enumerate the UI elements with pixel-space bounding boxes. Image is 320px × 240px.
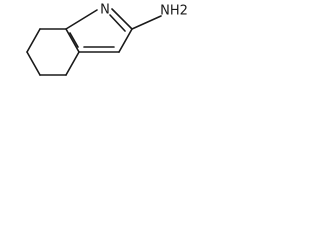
bond-c6-c7 (26, 51, 41, 76)
bonds (26, 8, 162, 76)
bond-c8a-n1 (65, 9, 98, 30)
bond-n1-c2 (111, 8, 133, 30)
structure-diagram: N NH2 (26, 3, 188, 76)
amino-group-label: NH2 (160, 4, 188, 19)
bond-c2-nh2 (131, 15, 162, 30)
bond-c8a-c4a (65, 28, 80, 53)
nitrogen-atom-label: N (100, 3, 110, 18)
bond-c4a-c5 (65, 51, 80, 76)
bond-n1-c2-inner (109, 14, 126, 32)
bond-c8a-c4a-inner (69, 32, 79, 48)
bond-c2-c3 (118, 28, 133, 53)
bond-c7-c8 (26, 28, 41, 53)
atom-labels: N NH2 (100, 3, 188, 19)
